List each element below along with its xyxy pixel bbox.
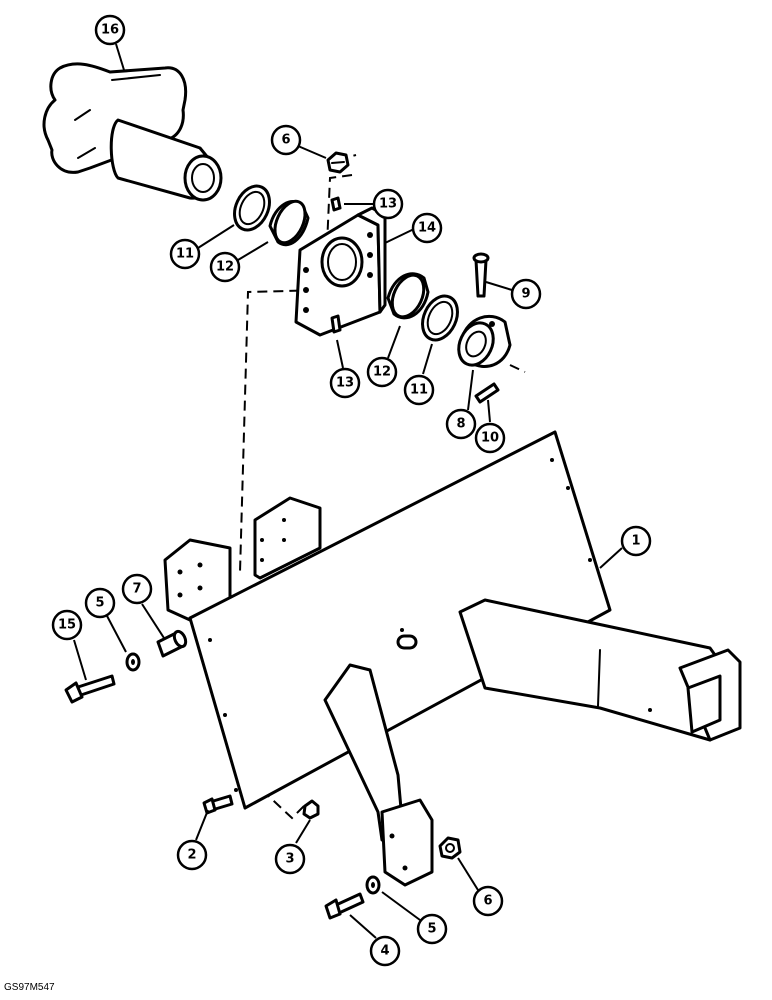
axle-housing-part-16 [42,62,223,202]
callout-13-top: 13 [372,188,404,220]
svg-text:5: 5 [427,922,436,937]
cotter-pin-part-10 [474,382,500,404]
callout-7: 7 [121,573,153,605]
callout-6-bottom: 6 [472,885,504,917]
callout-11-right: 11 [403,374,435,406]
callout-15: 15 [51,609,83,641]
callout-13-bottom: 13 [329,367,361,399]
nut-part-6-bottom [438,836,462,860]
svg-text:12: 12 [373,365,391,380]
svg-text:4: 4 [380,944,389,959]
svg-text:14: 14 [418,221,436,236]
svg-text:6: 6 [483,894,492,909]
collar-part-8 [457,315,512,368]
callout-5-left: 5 [84,587,116,619]
svg-text:12: 12 [216,260,234,275]
callout-4: 4 [369,935,401,967]
seal-ring-part-11-left [233,184,271,232]
bearing-bracket-part-14 [294,206,387,337]
svg-text:10: 10 [481,431,499,446]
svg-text:3: 3 [285,852,294,867]
svg-text:13: 13 [379,197,397,212]
grease-fitting-part-13-bottom [330,314,342,334]
bolt-part-2 [202,794,234,815]
callout-3: 3 [274,843,306,875]
callout-16: 16 [94,14,126,46]
svg-text:11: 11 [176,247,194,262]
callout-6-top: 6 [270,124,302,156]
callout-9: 9 [510,278,542,310]
svg-text:16: 16 [101,23,119,38]
callout-8: 8 [445,408,477,440]
callout-2: 2 [176,839,208,871]
svg-text:8: 8 [456,417,465,432]
bushing-part-12-right [386,272,430,320]
nut-part-6-top [326,151,350,174]
washer-part-5-bottom [365,875,381,895]
washer-part-5-left [125,652,141,672]
bolt-part-4 [324,892,365,920]
callout-12-right: 12 [366,356,398,388]
svg-text:15: 15 [58,618,76,633]
svg-text:9: 9 [521,287,530,302]
callout-1: 1 [620,525,652,557]
frame-part-1 [163,430,742,887]
nut-part-3 [302,799,320,820]
svg-text:11: 11 [410,383,428,398]
callout-14: 14 [411,212,443,244]
pin-part-9 [472,252,490,298]
callout-10: 10 [474,422,506,454]
grease-fitting-part-13-top [330,196,342,212]
svg-text:6: 6 [281,133,290,148]
bolt-part-15 [64,674,116,704]
callout-5-bottom: 5 [416,913,448,945]
callout-12-left: 12 [209,251,241,283]
bushing-part-12-left [268,199,310,247]
callout-11-left: 11 [169,238,201,270]
spacer-part-7 [156,629,188,658]
svg-text:5: 5 [95,596,104,611]
svg-text:7: 7 [132,582,141,597]
svg-text:13: 13 [336,376,354,391]
svg-text:2: 2 [187,848,196,863]
seal-ring-part-11-right [421,294,459,342]
leader-lines [73,43,623,939]
svg-text:1: 1 [631,534,640,549]
figure-code: GS97M547 [4,982,55,993]
